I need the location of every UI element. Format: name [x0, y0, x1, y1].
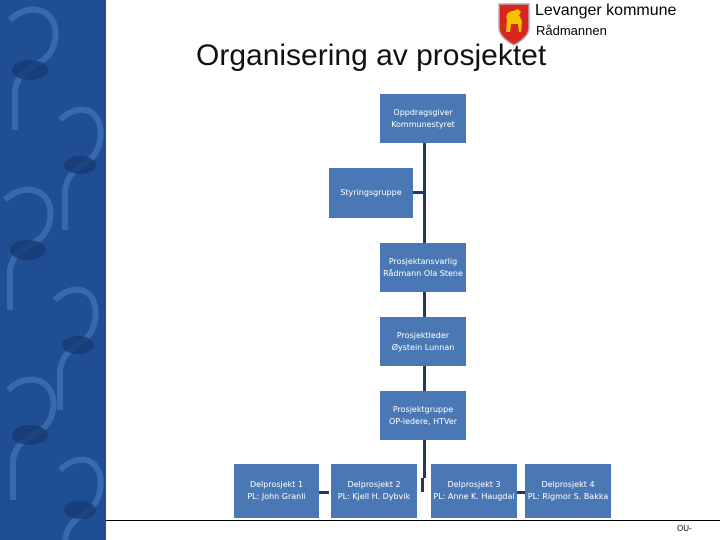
- box-oppdragsgiver: Oppdragsgiver Kommunestyret: [380, 94, 466, 143]
- box-delprosjekt-1: Delprosjekt 1 PL: John Granli: [234, 464, 319, 518]
- connector-styringsgruppe: [413, 191, 423, 194]
- box-delprosjekt-3-leader: PL: Anne K. Haugdal: [433, 491, 515, 503]
- box-delprosjekt-2-leader: PL: Kjell H. Dybvik: [333, 491, 415, 503]
- box-styringsgruppe-title: Styringsgruppe: [331, 187, 411, 199]
- box-delprosjekt-3: Delprosjekt 3 PL: Anne K. Haugdal: [431, 464, 517, 518]
- box-delprosjekt-1-leader: PL: John Granli: [236, 491, 317, 503]
- box-delprosjekt-2-title: Delprosjekt 2: [333, 479, 415, 491]
- box-delprosjekt-4-title: Delprosjekt 4: [527, 479, 609, 491]
- box-oppdragsgiver-title: Oppdragsgiver: [382, 107, 464, 119]
- connector-branch-right: [517, 491, 525, 494]
- slide-title: Organisering av prosjektet: [196, 39, 546, 73]
- box-prosjektansvarlig-name: Rådmann Ola Stene: [382, 268, 464, 280]
- box-oppdragsgiver-name: Kommunestyret: [382, 119, 464, 131]
- box-prosjektansvarlig-title: Prosjektansvarlig: [382, 256, 464, 268]
- decorative-sidebar: [0, 0, 106, 540]
- box-delprosjekt-4: Delprosjekt 4 PL: Rigmor S. Bakka: [525, 464, 611, 518]
- box-styringsgruppe: Styringsgruppe: [329, 168, 413, 218]
- box-delprosjekt-1-title: Delprosjekt 1: [236, 479, 317, 491]
- box-prosjektgruppe: Prosjektgruppe OP-ledere, HTVer: [380, 391, 466, 440]
- box-delprosjekt-4-leader: PL: Rigmor S. Bakka: [527, 491, 609, 503]
- connector-branch-left: [319, 491, 329, 494]
- box-prosjektleder: Prosjektleder Øystein Lunnan: [380, 317, 466, 366]
- organization-department: Rådmannen: [536, 23, 607, 38]
- box-prosjektgruppe-title: Prosjektgruppe: [382, 404, 464, 416]
- box-delprosjekt-2: Delprosjekt 2 PL: Kjell H. Dybvik: [331, 464, 417, 518]
- box-prosjektleder-title: Prosjektleder: [382, 330, 464, 342]
- horse-pattern-icon: [0, 0, 106, 540]
- box-prosjektleder-name: Øystein Lunnan: [382, 342, 464, 354]
- organization-name: Levanger kommune: [535, 2, 676, 20]
- box-prosjektgruppe-name: OP-ledere, HTVer: [382, 416, 464, 428]
- box-delprosjekt-3-title: Delprosjekt 3: [433, 479, 515, 491]
- connector-branch-mid: [421, 478, 424, 492]
- box-prosjektansvarlig: Prosjektansvarlig Rådmann Ola Stene: [380, 243, 466, 292]
- footer-divider: [106, 520, 720, 521]
- footer-text: OU-: [677, 524, 692, 533]
